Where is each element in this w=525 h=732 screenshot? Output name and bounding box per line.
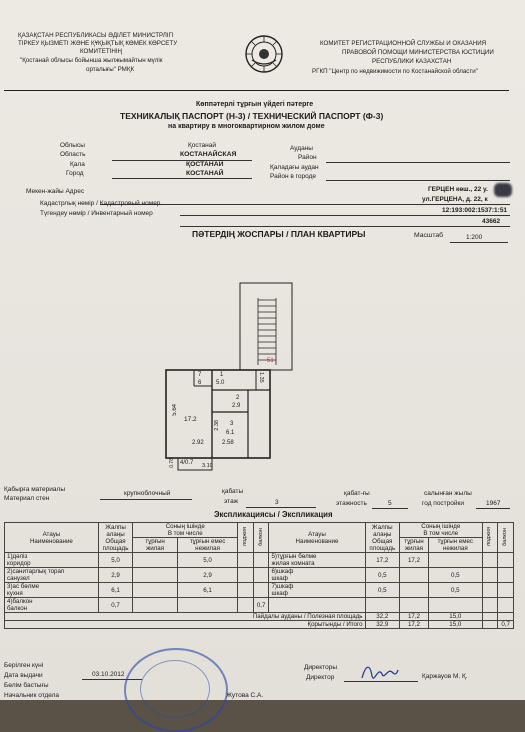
kaladagy-label: Қаладағы аудан: [270, 164, 319, 171]
dim-3: 3: [230, 421, 234, 427]
audany-label: Ауданы: [290, 145, 313, 152]
oblys-label: Облысы: [60, 142, 85, 149]
floors-ru: этажность: [336, 500, 367, 507]
wall-material-value: крупноблочный: [124, 490, 171, 497]
dept-head-ru: Начальник отдела: [4, 692, 60, 699]
cadastral-value: 12:193:002:1537:1:51: [442, 207, 508, 214]
dim-5-0: 5.0: [216, 380, 225, 386]
gorod-kz-value: ҚОСТАНАЙ: [186, 161, 224, 168]
header-right-4: РГКП "Центр по недвижимости по Костанайс…: [312, 68, 478, 75]
signature-icon: [361, 666, 399, 679]
issued-ru: Дата выдачи: [4, 672, 43, 679]
title-line-1: Көппәтерлі тұрғын үйдегі пәтерге: [196, 101, 314, 108]
oblast-kz-value: Қостанай: [188, 142, 217, 149]
dim-2-58: 2.58: [222, 440, 234, 446]
dim-7: 7: [198, 372, 202, 378]
floor-value: 3: [275, 499, 279, 506]
year-ru: год постройки: [422, 500, 464, 507]
inventory-label: Түгендеу нөмір / Инвентарный номер: [40, 210, 153, 217]
stamp-inner-ring: [140, 660, 210, 718]
floor-plan-drawing: [165, 282, 293, 471]
floors-value: 5: [388, 500, 392, 507]
address-kz-value: ГЕРЦЕН көш., 22 у.: [428, 186, 488, 193]
header-right-2: ПРАВОВОЙ ПОМОЩИ МИНИСТЕРСТВА ЮСТИЦИИ: [342, 49, 494, 56]
raion-gorod-label: Район в городе: [270, 173, 316, 180]
title-line-3: на квартиру в многоквартирном жилом доме: [168, 123, 325, 130]
year-kz: салынған жылы: [424, 490, 472, 497]
raion-label: Район: [298, 154, 317, 161]
header-right-1: КОМИТЕТ РЕГИСТРАЦИОННОЙ СЛУЖБЫ И ОКАЗАНИ…: [320, 40, 487, 47]
dept-head-kz: Бөлім бастығы: [4, 682, 49, 689]
floor-kz: қабаты: [222, 488, 244, 495]
header-left-1: ҚАЗАҚСТАН РЕСПУБЛИКАСЫ ӘДІЛЕТ МИНИСТРЛІГ…: [18, 32, 174, 39]
kala-label: Қала: [70, 161, 85, 168]
dim-2-9: 2.9: [232, 403, 241, 409]
inventory-value: 43662: [482, 218, 501, 225]
emblem-icon: [245, 35, 283, 73]
oblast-label: Область: [60, 151, 86, 158]
scale-label: Масштаб: [414, 232, 444, 239]
director-ru: Директор: [306, 674, 335, 681]
dim-room-51: 51: [267, 358, 274, 364]
header-left-3: КОМИТЕТІНІҢ: [80, 48, 123, 55]
dim-17-2: 17.2: [184, 416, 197, 423]
gorod-value: КОСТАНАЙ: [186, 170, 224, 177]
dim-2-38: 2.38: [214, 420, 220, 431]
gorod-label: Город: [66, 170, 84, 177]
useful-area-row: Пайдалы ауданы / Полезная площадь 32,2 1…: [4, 612, 514, 621]
dim-1-35: 1.35: [258, 372, 264, 383]
dim-0-78: 0.78: [169, 458, 175, 468]
cadastral-label: Кадастрлық нөмір / Кадастровый номер: [40, 200, 161, 207]
header-right-3: РЕСПУБЛИКИ КАЗАХСТАН: [372, 58, 452, 65]
address-label: Мекен-жайы Адрес: [26, 188, 85, 195]
wall-material-kz: Қабырға материалы: [4, 486, 65, 493]
dim-6-1: 6.1: [226, 430, 235, 436]
state-emblem: [244, 34, 284, 74]
year-value: 1967: [486, 500, 501, 507]
dim-6: 6: [198, 380, 202, 386]
issued-date: 03.10.2012: [92, 671, 125, 678]
address-value: ул.ГЕРЦЕНА, д. 22, к: [422, 196, 488, 203]
director-name: Қаржауов М. Қ.: [422, 673, 468, 680]
floor-ru: этаж: [224, 498, 239, 505]
dim-1: 1: [220, 372, 224, 378]
title-line-2: ТЕХНИКАЛЫҚ ПАСПОРТ (Н-3) / ТЕХНИЧЕСКИЙ П…: [120, 111, 384, 121]
header-divider: [4, 90, 509, 91]
floors-kz: қабат-ғы: [344, 490, 370, 497]
dept-head-name: Жутова С.А.: [226, 692, 264, 699]
dim-2: 2: [236, 395, 240, 401]
dim-5-64: 5.64: [172, 404, 178, 416]
director-kz: Директоры: [304, 664, 337, 671]
director-signature: [360, 658, 400, 691]
explication-title: Экспликациясы / Экспликация: [214, 510, 333, 519]
dim-3-10: 3.10: [202, 463, 213, 469]
dim-4-07: 4/0.7: [180, 460, 194, 466]
total-row: Қорытынды / Итого 32,9 17,2 15,0 0,7: [4, 620, 514, 629]
header-left-2: ТІРКЕУ ҚЫЗМЕТІ ЖӘНЕ ҚҰҚЫҚТЫҚ КӨМЕК КӨРСЕ…: [18, 40, 178, 47]
wall-material-ru: Материал стен: [4, 495, 50, 502]
plan-title: ПӘТЕРДІҢ ЖОСПАРЫ / ПЛАН КВАРТИРЫ: [192, 229, 366, 239]
redaction-mark: [494, 183, 512, 197]
dim-2-92: 2.92: [192, 440, 204, 446]
scale-value: 1:200: [466, 234, 483, 241]
issued-kz: Берілген күні: [4, 662, 44, 669]
oblast-value: КОСТАНАЙСКАЯ: [180, 151, 237, 158]
header-left-4: "Қостанай облысы бойынша жылжымайтын мүл…: [20, 57, 163, 64]
header-left-5: орталығы" РМҚК: [86, 66, 135, 73]
